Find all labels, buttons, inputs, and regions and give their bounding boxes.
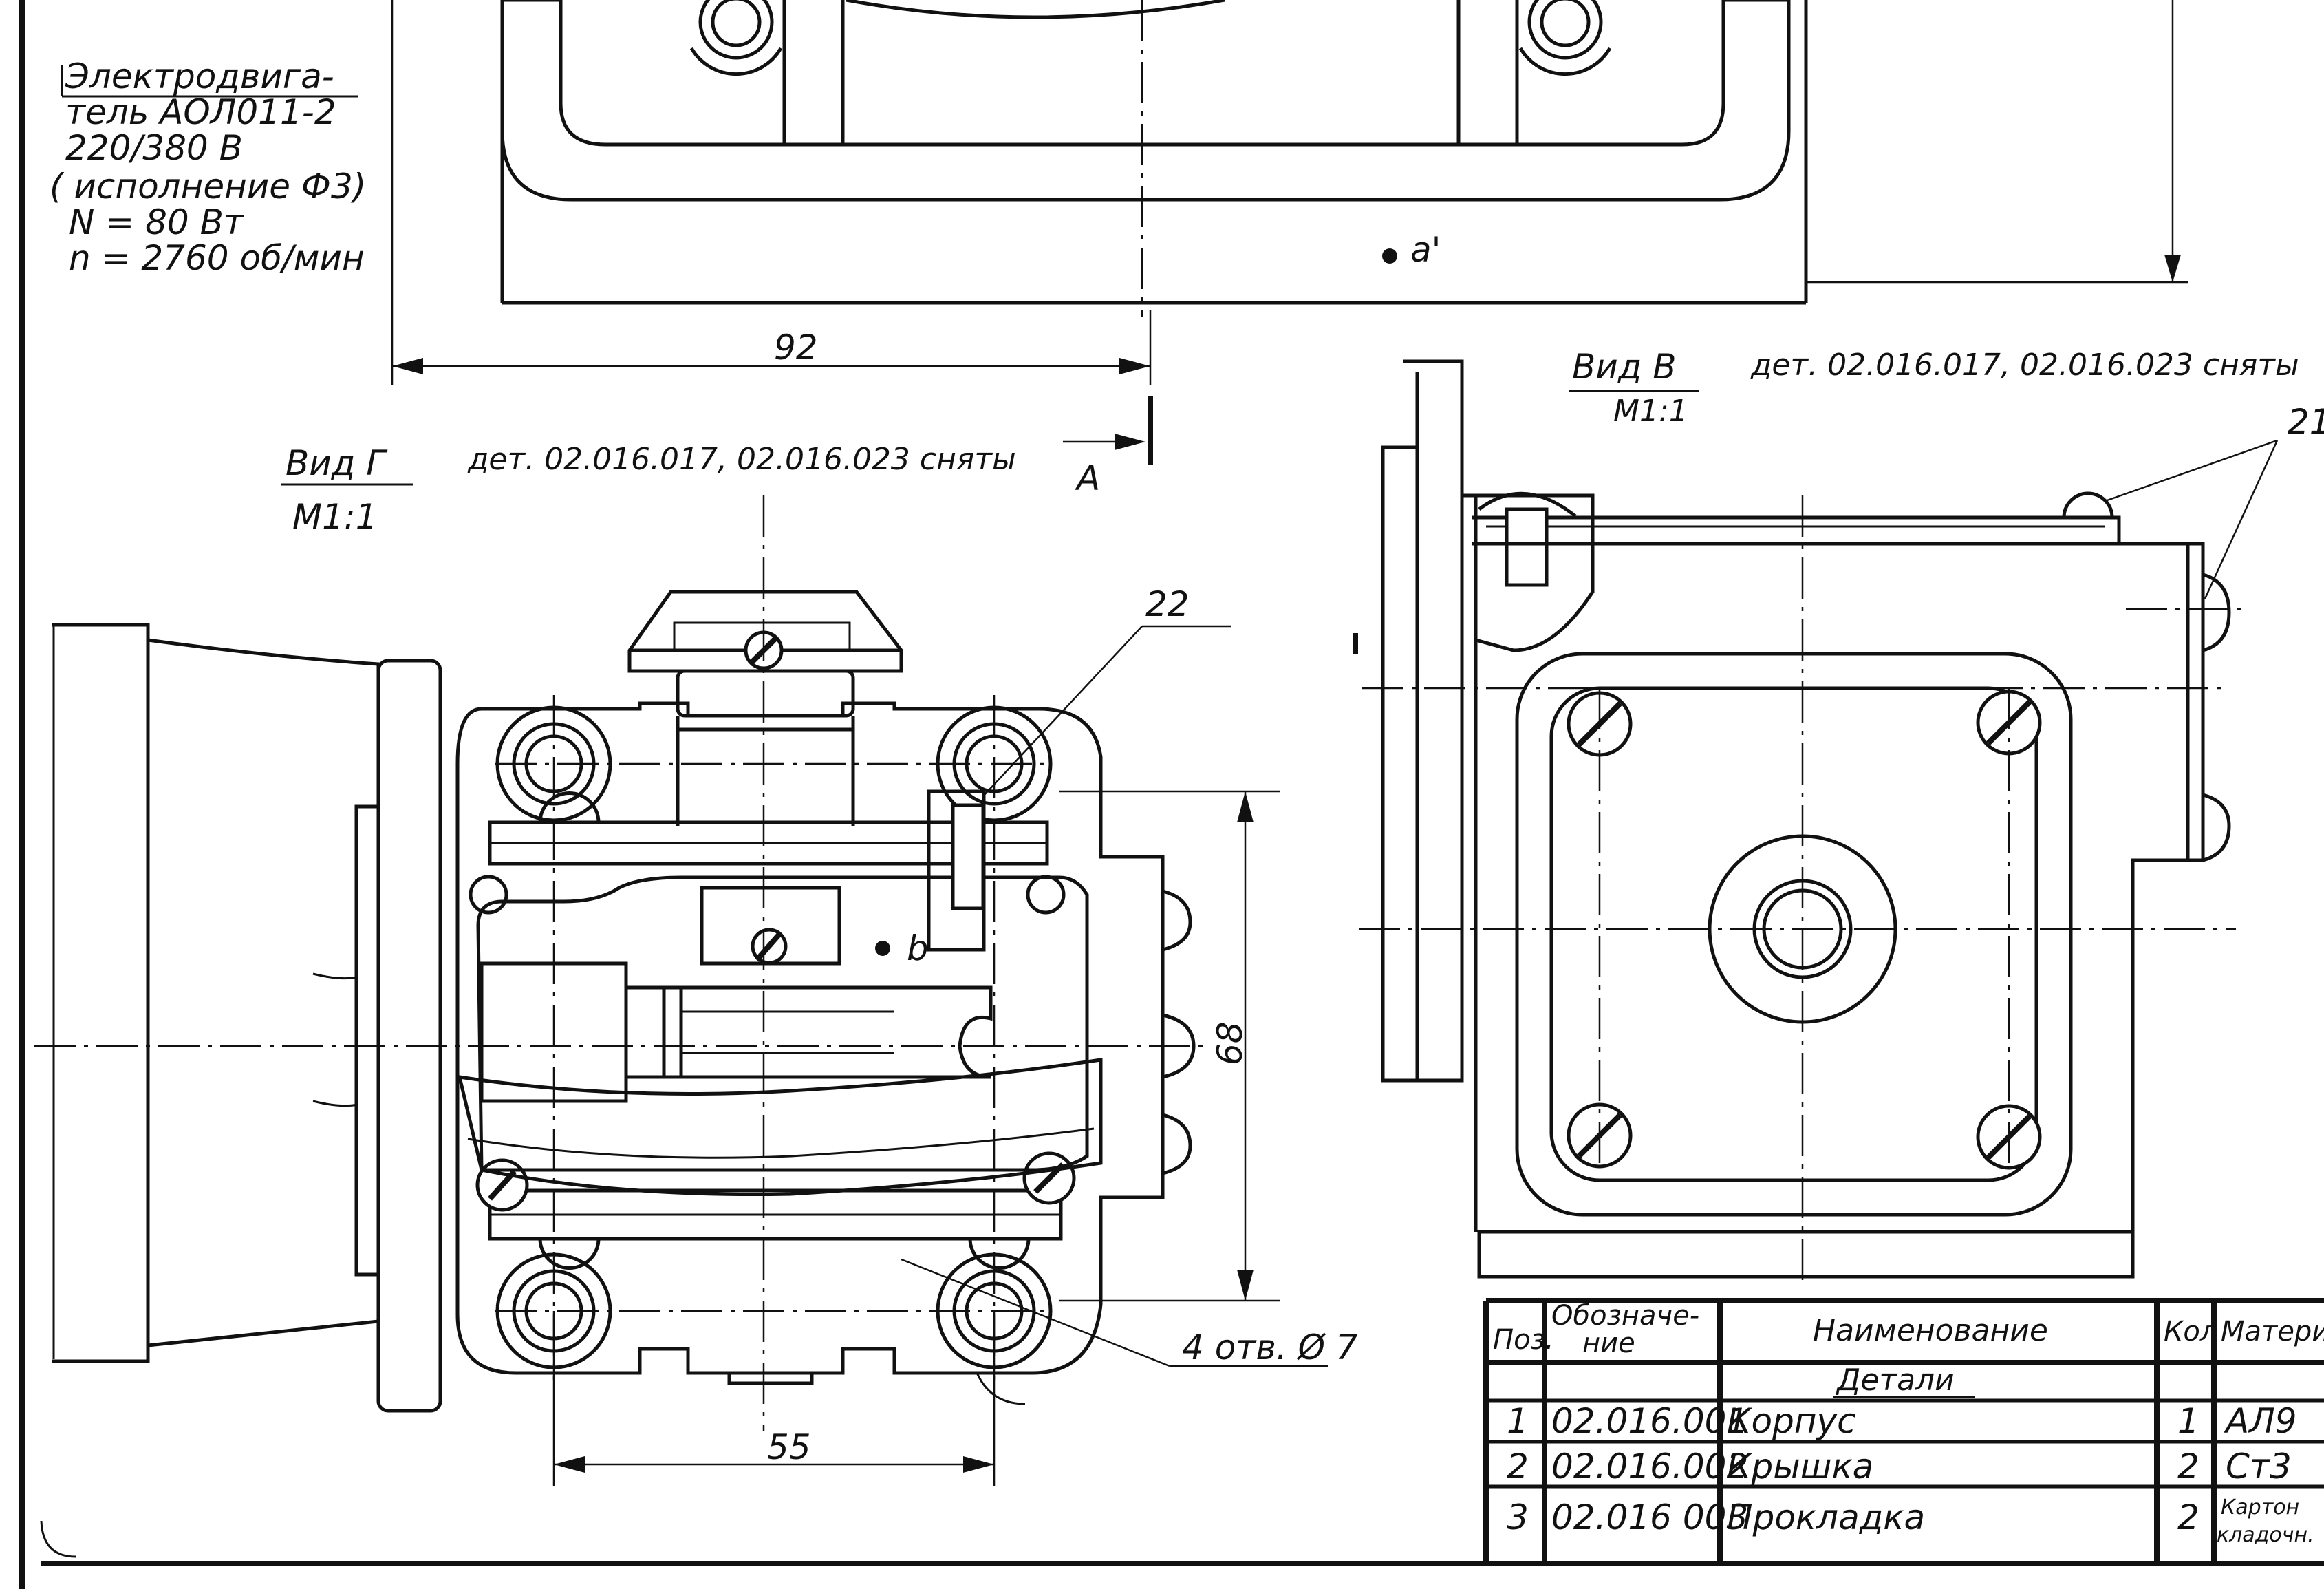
table-header-name: Наименование xyxy=(1813,1313,2048,1348)
motor-note: Электродвига- тель АОЛ011-2 220/380 В ( … xyxy=(50,56,366,278)
bolt-hole xyxy=(698,0,774,60)
dim-92: 92 xyxy=(774,328,818,367)
row-designation: 02.016 003 xyxy=(1551,1497,1748,1537)
cover-plate xyxy=(1515,652,2073,1217)
row-pos: 1 xyxy=(1507,1401,1529,1441)
row-material: Ст3 xyxy=(2226,1447,2292,1486)
table-header-designation-2: ние xyxy=(1582,1327,1635,1359)
spec-table: Поз. Обозначе- ние Наименование Кол Мате… xyxy=(1483,1298,2324,1564)
row-material: АЛ9 xyxy=(2224,1401,2297,1441)
point-label-b: b xyxy=(907,928,929,968)
motor-note-line-6: n = 2760 об/мин xyxy=(69,238,365,278)
view-g-title: Вид Г xyxy=(286,443,388,483)
row-qty: 2 xyxy=(2177,1497,2199,1537)
motor-body xyxy=(52,623,442,1413)
housing-wall-section xyxy=(500,0,1791,202)
view-g: Вид Г М1:1 дет. 02.016.017, 02.016.023 с… xyxy=(34,442,1358,1486)
gearbox-body-view-g: b xyxy=(34,495,1358,1486)
section-mark-a: A xyxy=(1063,396,1153,498)
holes-note: 4 отв. Ø 7 xyxy=(1182,1327,1358,1367)
leader-22: 22 xyxy=(1145,584,1190,624)
table-row: 3 02.016 003 Прокладка 2 Картон кладочн. xyxy=(1507,1495,2314,1547)
view-v-scale: М1:1 xyxy=(1613,394,1688,429)
dim-68: 68 xyxy=(1210,1021,1250,1065)
row-qty: 2 xyxy=(2177,1447,2199,1486)
motor-note-line-5: N = 80 Вт xyxy=(69,202,245,242)
row-pos: 3 xyxy=(1507,1497,1529,1537)
top-section-view: a' 92 xyxy=(391,0,2188,385)
row-material-line-1: Картон xyxy=(2221,1495,2299,1519)
table-row: 1 02.016.001 Корпус 1 АЛ9 xyxy=(1507,1401,2297,1441)
row-name: Корпус xyxy=(1727,1401,1856,1441)
table-header-designation-1: Обозначе- xyxy=(1551,1300,1699,1332)
view-g-scale: М1:1 xyxy=(292,497,378,537)
point-marker xyxy=(1382,248,1397,264)
row-designation: 02.016.001 xyxy=(1551,1401,1748,1441)
view-g-note: дет. 02.016.017, 02.016.023 сняты xyxy=(467,442,1016,477)
row-pos: 2 xyxy=(1507,1447,1529,1486)
row-name: Прокладка xyxy=(1727,1497,1925,1537)
row-designation: 02.016.002 xyxy=(1551,1447,1748,1486)
motor-note-line-1: Электродвига- xyxy=(65,56,334,96)
dim-55: 55 xyxy=(767,1427,811,1467)
row-material-line-2: кладочн. xyxy=(2217,1523,2314,1547)
row-name: Крышка xyxy=(1727,1447,1873,1486)
drawing-frame xyxy=(19,0,2324,1589)
bolt-hole xyxy=(1527,0,1603,60)
row-qty: 1 xyxy=(2177,1401,2199,1441)
view-v-note: дет. 02.016.017, 02.016.023 сняты xyxy=(1750,348,2299,383)
table-section-label: Детали xyxy=(1836,1363,1955,1398)
motor-note-line-4: ( исполнение Ф3) xyxy=(50,167,366,206)
section-label-a: A xyxy=(1075,458,1100,498)
leader-21: 21 xyxy=(2288,402,2324,442)
view-v-title: Вид В xyxy=(1572,347,1677,387)
motor-note-line-2: тель АОЛ011-2 xyxy=(65,92,336,132)
point-label-a: a' xyxy=(1410,230,1441,270)
table-header-material: Матери xyxy=(2221,1316,2324,1347)
motor-note-line-3: 220/380 В xyxy=(65,128,243,168)
table-header-qty: Кол xyxy=(2164,1316,2217,1347)
view-v: Вид В М1:1 дет. 02.016.017, 02.016.023 с… xyxy=(1353,347,2324,1280)
table-row: 2 02.016.002 Крышка 2 Ст3 xyxy=(1507,1447,2292,1486)
table-header-pos: Поз. xyxy=(1493,1324,1554,1356)
